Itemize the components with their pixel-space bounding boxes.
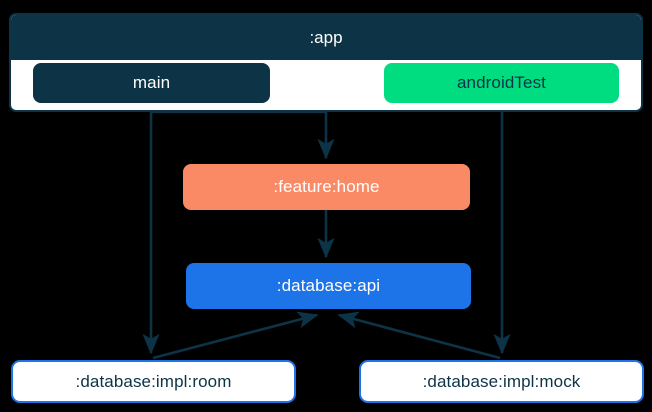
node-database-impl-mock[interactable]: :database:impl:mock [359,360,644,403]
edge-impl-room-to-database-api [152,311,319,360]
node-android-test[interactable]: androidTest [384,63,619,103]
cluster-app-title: :app [11,15,641,60]
edge-impl-mock-to-database-api [337,311,501,360]
node-database-impl-room[interactable]: :database:impl:room [11,360,296,403]
node-main[interactable]: main [33,63,270,103]
node-feature-home[interactable]: :feature:home [183,164,470,210]
node-database-api[interactable]: :database:api [186,263,471,309]
